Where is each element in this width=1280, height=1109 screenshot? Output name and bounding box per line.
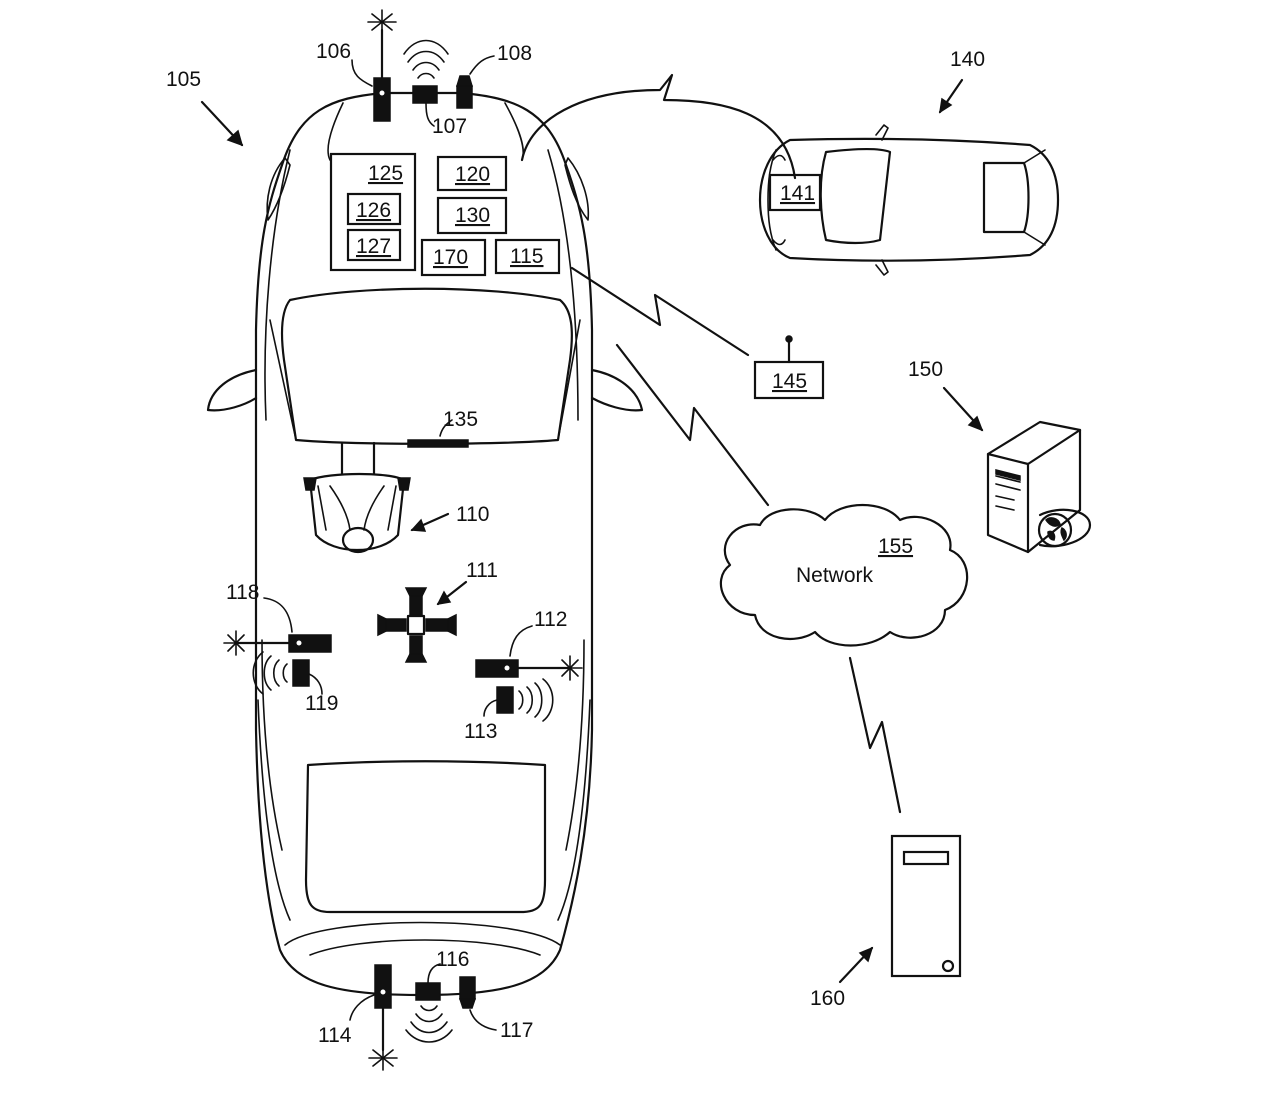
center-sensor-111 [377,587,457,663]
rear-sensors: 114 116 117 [318,948,533,1071]
radar-waves-icon [403,39,449,79]
lidar-114-body [374,964,392,1009]
network-link-computer [848,656,902,814]
label-107: 107 [432,115,467,138]
v2v-link [520,73,797,180]
label-145: 145 [772,370,807,393]
camera-icon [455,75,474,87]
label-150: 150 [908,358,943,381]
radar-116-body [415,982,441,1001]
label-117: 117 [500,1019,533,1042]
radar-waves-icon [518,678,554,722]
label-112: 112 [534,608,567,631]
lidar-star-icon [223,630,249,656]
module-170-box [420,238,487,277]
lidar-106-body [373,77,391,122]
arrow-160-icon [838,946,874,984]
module-120-box [436,155,508,192]
roadside-unit: 145 [753,335,825,400]
module-115-label: 115 [510,245,543,268]
rsu-link [570,266,750,357]
left-sensors: 118 119 [223,581,338,715]
arrow-140-icon [938,78,964,114]
right-sensors: 112 113 [464,608,583,743]
label-119: 119 [305,692,338,715]
label-111: 111 [466,559,498,582]
label-116: 116 [436,948,469,971]
label-106: 106 [316,40,351,63]
module-130-label: 130 [455,204,490,227]
label-141: 141 [780,182,815,205]
label-113: 113 [464,720,497,743]
camera-icon [458,998,477,1009]
label-160: 160 [810,987,845,1010]
camera-117-body [459,976,476,1000]
arrow-105-icon [200,100,244,147]
module-127-label: 127 [356,235,391,258]
radar-119-body [292,659,310,687]
network-cloud: 155 Network [719,503,969,647]
module-127-box [346,228,402,262]
network-label: Network [796,564,874,587]
lidar-118-body [288,634,332,653]
label-135: 135 [443,408,478,431]
label-105: 105 [166,68,201,91]
arrow-111-icon [436,580,468,606]
network-link-vehicle [615,343,770,507]
module-126-box [346,192,402,226]
camera-108-body [456,85,473,109]
arrow-150-icon [942,386,984,432]
module-126-label: 126 [356,199,391,222]
module-125-label: 125 [368,162,403,185]
front-sensors: 106 107 108 [316,9,532,138]
radar-107-body [412,85,438,104]
label-140: 140 [950,48,985,71]
radar-waves-icon [405,1005,453,1043]
server-icon [986,420,1092,554]
occupant-seat [303,441,411,554]
lidar-star-icon [557,655,583,681]
module-120-label: 120 [455,163,490,186]
arrow-110-icon [410,512,450,532]
lidar-star-icon [367,9,397,35]
module-115-box [494,238,561,275]
computer-tower-icon [890,834,962,978]
label-114: 114 [318,1024,352,1047]
main-vehicle [206,91,644,997]
label-108: 108 [497,42,532,65]
lidar-112-body [475,659,519,678]
module-141-box [768,173,822,212]
module-group: 125 126 127 120 130 170 115 [329,152,561,277]
other-vehicle: 141 [758,124,1060,276]
label-110: 110 [456,503,489,526]
radar-113-body [496,686,514,714]
module-170-label: 170 [433,246,468,269]
lidar-star-icon [368,1045,398,1071]
radar-waves-icon [252,651,288,695]
globe-icon [1037,512,1073,548]
label-118: 118 [226,581,259,604]
label-155: 155 [878,535,913,558]
display-135: 135 [407,408,478,448]
module-130-box [436,196,508,235]
